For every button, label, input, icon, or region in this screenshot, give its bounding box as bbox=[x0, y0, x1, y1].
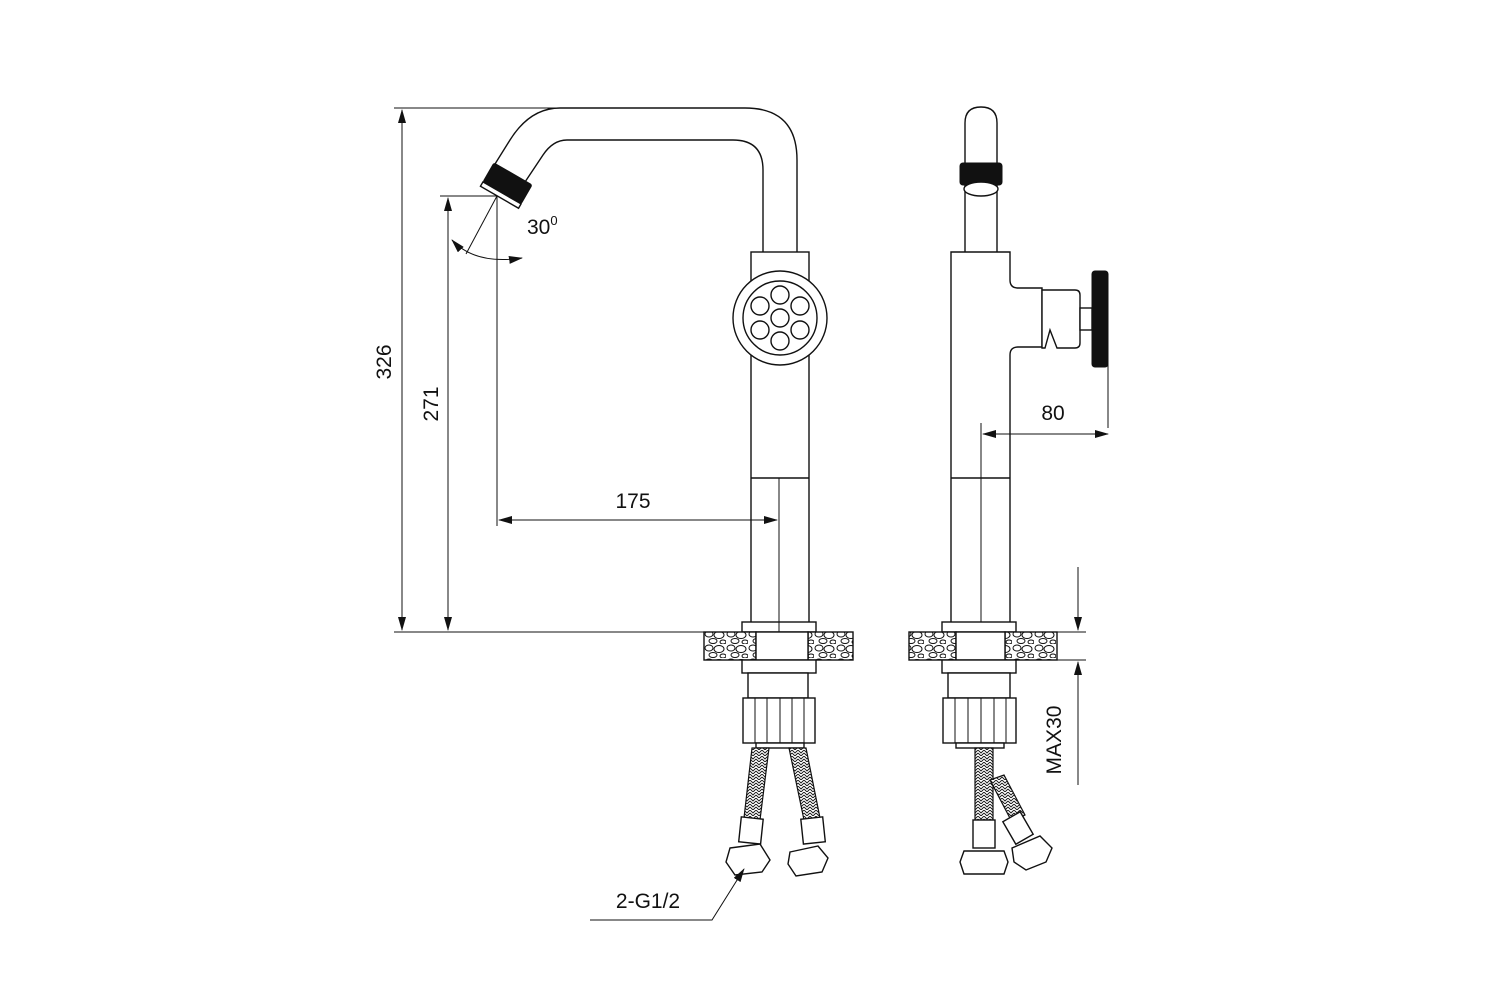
handle-disc-side bbox=[1091, 270, 1109, 368]
side-view: 80 MAX30 bbox=[908, 106, 1109, 875]
dim-handle-projection: 80 bbox=[1041, 402, 1064, 425]
dimension-lines bbox=[394, 107, 780, 921]
dim-spout-angle: 300 bbox=[527, 213, 558, 239]
supply-hoses bbox=[725, 747, 829, 877]
dim-max-counter: MAX30 bbox=[1043, 706, 1066, 775]
aerator-nozzle bbox=[479, 163, 532, 210]
angle-value: 30 bbox=[527, 216, 550, 239]
dim-total-height: 326 bbox=[373, 344, 396, 379]
angle-unit: 0 bbox=[550, 213, 557, 228]
dim-spout-height: 271 bbox=[420, 386, 443, 421]
handle-knob bbox=[732, 270, 828, 366]
dim-connection: 2-G1/2 bbox=[616, 890, 680, 913]
spout bbox=[489, 107, 798, 252]
front-view: 326 271 175 300 2-G1/2 bbox=[373, 107, 854, 921]
dim-spout-reach: 175 bbox=[615, 490, 650, 513]
faucet-body-side bbox=[950, 251, 1043, 633]
countertop-section bbox=[703, 631, 757, 661]
